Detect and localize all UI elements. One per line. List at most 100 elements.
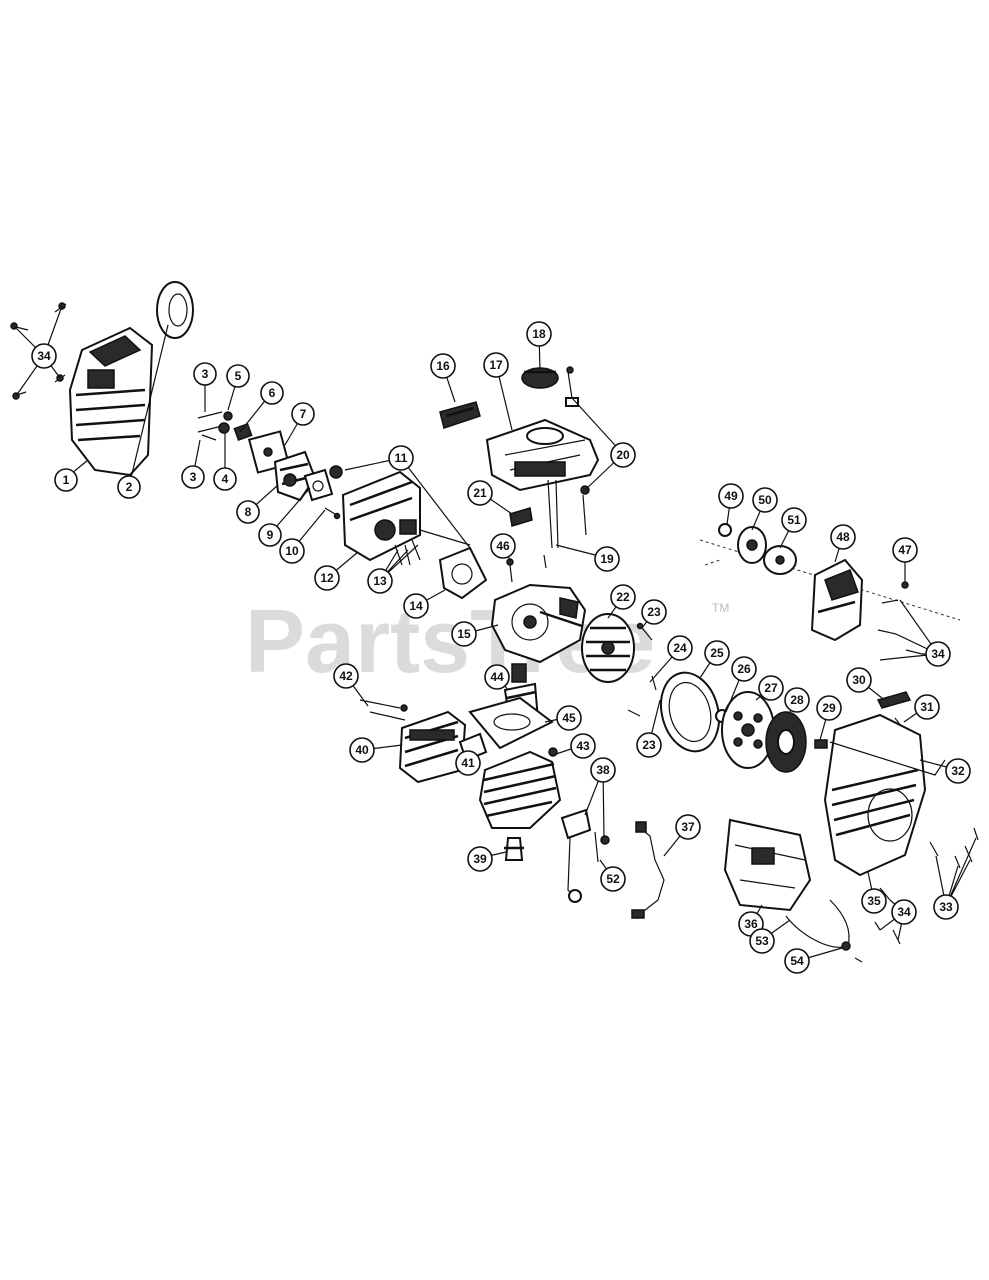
svg-text:1: 1 [63,473,70,487]
part-48-starter-cover [810,558,864,642]
svg-text:26: 26 [737,662,751,676]
callout-40: 40 [349,737,375,763]
svg-text:42: 42 [339,669,353,683]
part-49-50-51-starter [699,523,961,621]
svg-text:12: 12 [320,571,334,585]
svg-text:3: 3 [190,470,197,484]
svg-text:24: 24 [673,641,687,655]
svg-text:36: 36 [744,917,758,931]
svg-text:49: 49 [724,489,738,503]
callout-27: 27 [758,675,784,701]
svg-text:50: 50 [758,493,772,507]
callout-53: 53 [749,928,775,954]
svg-text:41: 41 [461,756,475,770]
svg-text:30: 30 [852,673,866,687]
svg-text:8: 8 [245,505,252,519]
callout-37: 37 [675,814,701,840]
callout-42: 42 [333,663,359,689]
part-43-cylinder [478,747,562,829]
part-37-wire [631,821,665,919]
part-46-bolts [506,554,547,583]
watermark-trademark: TM [712,601,729,615]
svg-text:40: 40 [355,743,369,757]
callout-26: 26 [731,656,757,682]
svg-text:44: 44 [490,670,504,684]
callout-48: 48 [830,524,856,550]
callout-41: 41 [455,750,481,776]
callout-10: 10 [279,538,305,564]
callout-24: 24 [667,635,693,661]
svg-text:18: 18 [532,327,546,341]
part-22-flywheel [581,613,635,683]
svg-text:35: 35 [867,894,881,908]
part-17-fuel-tank [485,418,600,492]
callout-23: 23 [636,732,662,758]
callout-21: 21 [467,480,493,506]
callout-34: 34 [891,899,917,925]
callout-32: 32 [945,758,971,784]
svg-text:43: 43 [576,739,590,753]
callout-4: 4 [213,467,237,491]
callout-31: 31 [914,694,940,720]
callout-30: 30 [846,667,872,693]
part-29-clip [814,739,828,749]
svg-text:10: 10 [285,544,299,558]
callout-25: 25 [704,640,730,666]
callout-1: 1 [54,468,78,492]
svg-text:28: 28 [790,693,804,707]
callout-7: 7 [291,402,315,426]
svg-text:19: 19 [600,552,614,566]
part-15-crankcase [490,583,587,664]
callout-38: 38 [590,757,616,783]
callout-labels: 34 1 2 3 3 4 5 6 7 8 9 10 11 12 13 14 16… [31,321,971,974]
svg-text:2: 2 [126,480,133,494]
svg-text:54: 54 [790,954,804,968]
svg-text:34: 34 [897,905,911,919]
svg-text:4: 4 [222,472,229,486]
callout-5: 5 [226,364,250,388]
svg-text:33: 33 [939,900,953,914]
part-45-gasket-plate [468,696,554,750]
part-32-engine-shroud [823,713,946,877]
callout-35: 35 [861,888,887,914]
callout-33: 33 [933,894,959,920]
svg-text:25: 25 [710,646,724,660]
part-42-bolts [359,699,408,721]
callout-9: 9 [258,523,282,547]
svg-text:22: 22 [616,590,630,604]
part-drawings [10,281,979,963]
svg-text:13: 13 [373,574,387,588]
part-1-housing [68,326,154,477]
svg-text:15: 15 [457,627,471,641]
svg-text:31: 31 [920,700,934,714]
callout-34: 34 [31,343,57,369]
callout-20: 20 [610,442,636,468]
callout-52: 52 [600,866,626,892]
svg-text:39: 39 [473,852,487,866]
svg-text:34: 34 [37,349,51,363]
part-18-fuel-cap [521,367,559,389]
callout-8: 8 [236,500,260,524]
part-14-gasket [438,546,488,600]
svg-text:34: 34 [931,647,945,661]
callout-2: 2 [117,475,141,499]
svg-text:23: 23 [642,738,656,752]
part-9-10-gasket [303,465,343,520]
svg-text:47: 47 [898,543,912,557]
svg-text:3: 3 [202,367,209,381]
svg-text:11: 11 [395,451,408,465]
callout-46: 46 [490,533,516,559]
callout-54: 54 [784,948,810,974]
svg-text:9: 9 [267,528,274,542]
part-12-filter-housing [341,470,421,562]
callout-43: 43 [570,733,596,759]
callout-28: 28 [784,687,810,713]
callout-44: 44 [484,664,510,690]
svg-text:52: 52 [606,872,620,886]
callout-47: 47 [892,537,918,563]
svg-text:5: 5 [235,369,242,383]
callout-29: 29 [816,695,842,721]
svg-text:48: 48 [836,530,850,544]
callout-18: 18 [526,321,552,347]
